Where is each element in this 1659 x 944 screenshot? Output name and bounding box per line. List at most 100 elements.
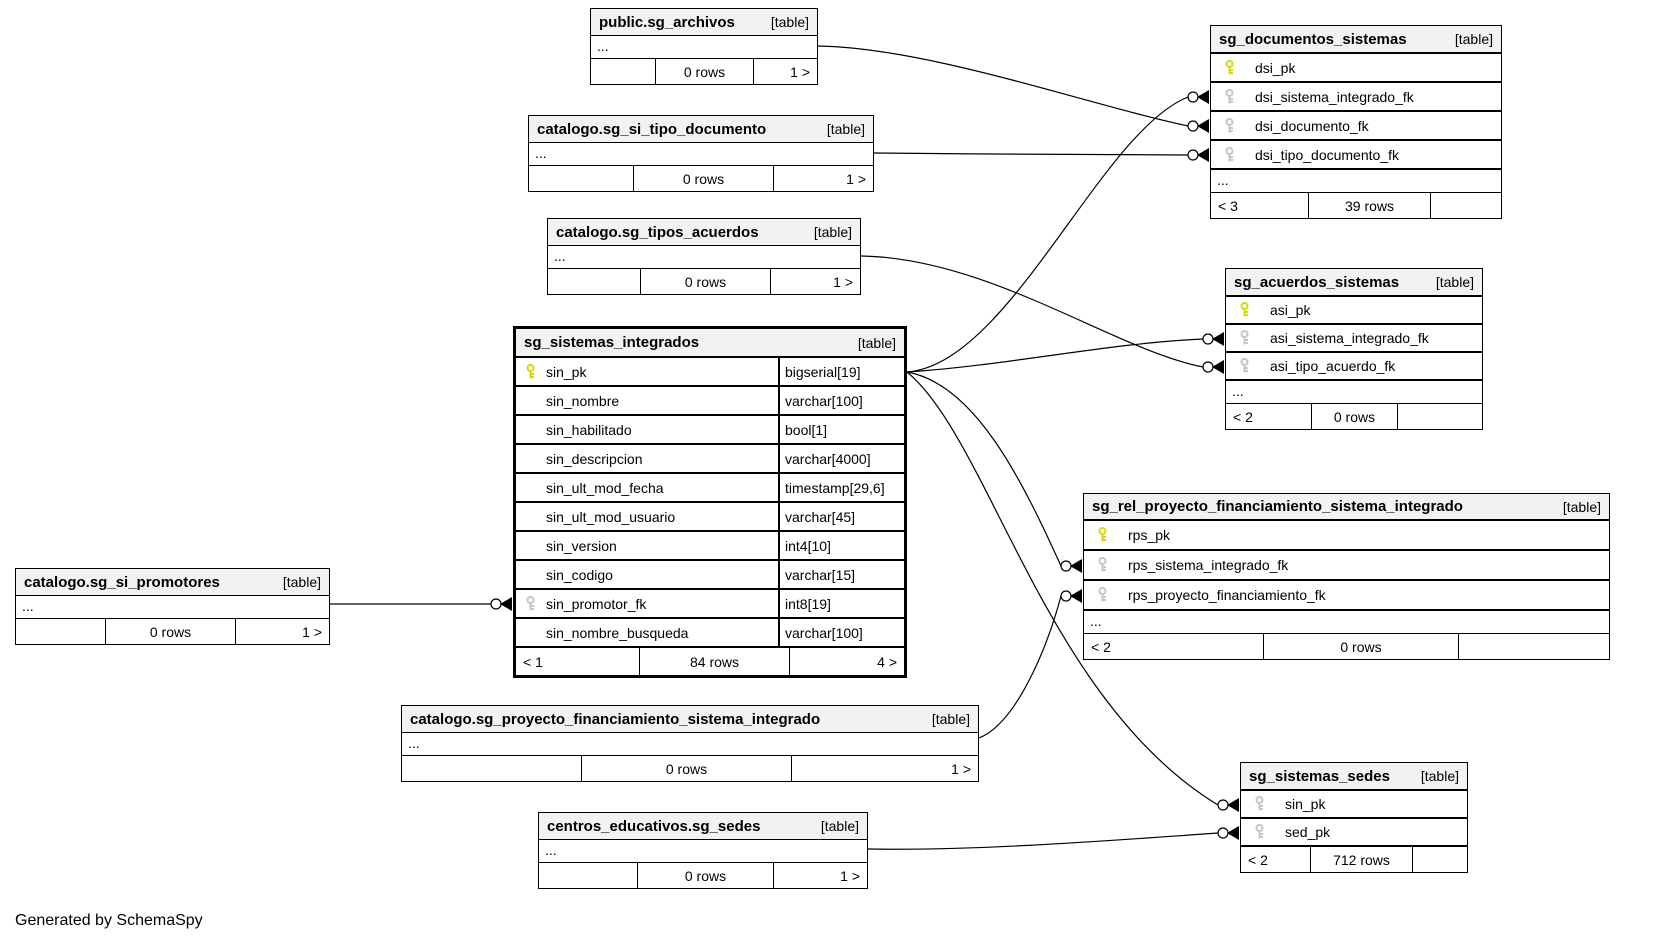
table-header: sg_sistemas_integrados [table] bbox=[516, 329, 904, 358]
column-type-cell: bigserial[19] bbox=[778, 358, 904, 385]
table-title[interactable]: sg_acuerdos_sistemas bbox=[1234, 273, 1400, 291]
footer-rowcount: 39 rows bbox=[1309, 193, 1431, 218]
table-sg-si-promotores[interactable]: catalogo.sg_si_promotores [table] ... 0 … bbox=[15, 568, 330, 645]
ellipsis-row: ... bbox=[1226, 381, 1482, 404]
column-row[interactable]: sin_habilitado bool[1] bbox=[516, 416, 904, 445]
table-sg-documentos-sistemas[interactable]: sg_documentos_sistemas [table] dsi_pk ds… bbox=[1210, 25, 1502, 219]
column-name-cell: sin_ult_mod_usuario bbox=[516, 503, 778, 530]
table-sg-sistemas-sedes[interactable]: sg_sistemas_sedes [table] sin_pk sed_pk … bbox=[1240, 762, 1468, 873]
relation-sistema-documento bbox=[906, 96, 1189, 373]
table-footer: 0 rows 1 > bbox=[539, 863, 867, 888]
table-footer: < 2 0 rows bbox=[1226, 404, 1482, 429]
ellipsis-row: ... bbox=[548, 246, 860, 269]
foreign-key-icon bbox=[1096, 587, 1109, 604]
footer-rowcount: 0 rows bbox=[1312, 404, 1398, 429]
footer-left bbox=[402, 756, 582, 781]
column-row[interactable]: sin_nombre varchar[100] bbox=[516, 387, 904, 416]
footer-right bbox=[1413, 847, 1467, 872]
table-title[interactable]: public.sg_archivos bbox=[599, 13, 735, 31]
column-type-cell: int8[19] bbox=[778, 590, 904, 617]
table-tag: [table] bbox=[820, 818, 859, 834]
table-title[interactable]: catalogo.sg_si_promotores bbox=[24, 573, 220, 591]
column-row[interactable]: sin_codigo varchar[15] bbox=[516, 561, 904, 590]
footer-right: 1 > bbox=[833, 273, 853, 290]
table-sg-si-tipo-documento[interactable]: catalogo.sg_si_tipo_documento [table] ..… bbox=[528, 115, 874, 192]
table-sg-rel-proyecto-financiamiento-sistema-integrado[interactable]: sg_rel_proyecto_financiamiento_sistema_i… bbox=[1083, 493, 1610, 660]
column-row[interactable]: dsi_sistema_integrado_fk bbox=[1211, 83, 1501, 112]
column-type-cell: varchar[45] bbox=[778, 503, 904, 530]
table-title[interactable]: sg_sistemas_integrados bbox=[524, 334, 700, 351]
column-row[interactable]: sin_nombre_busqueda varchar[100] bbox=[516, 619, 904, 648]
table-title[interactable]: catalogo.sg_proyecto_financiamiento_sist… bbox=[410, 710, 821, 728]
column-row[interactable]: dsi_documento_fk bbox=[1211, 112, 1501, 141]
column-name: sin_pk bbox=[546, 363, 587, 380]
column-type: varchar[4000] bbox=[785, 450, 871, 467]
primary-key-icon bbox=[1223, 59, 1236, 76]
column-row[interactable]: sin_ult_mod_fecha timestamp[29,6] bbox=[516, 474, 904, 503]
footer-rowcount: 0 rows bbox=[656, 59, 754, 84]
column-row[interactable]: asi_tipo_acuerdo_fk bbox=[1226, 353, 1482, 381]
table-sg-sistemas-integrados[interactable]: sg_sistemas_integrados [table] sin_pk bi… bbox=[513, 326, 907, 678]
table-sg-acuerdos-sistemas[interactable]: sg_acuerdos_sistemas [table] asi_pk asi_… bbox=[1225, 268, 1483, 430]
table-header: sg_sistemas_sedes [table] bbox=[1241, 763, 1467, 791]
table-tag: [table] bbox=[282, 574, 321, 590]
table-header: catalogo.sg_tipos_acuerdos [table] bbox=[548, 219, 860, 246]
footer-right: 1 > bbox=[951, 760, 971, 777]
column-type-cell: varchar[15] bbox=[778, 561, 904, 588]
table-title[interactable]: sg_rel_proyecto_financiamiento_sistema_i… bbox=[1092, 498, 1463, 515]
table-title[interactable]: sg_documentos_sistemas bbox=[1219, 30, 1407, 48]
table-footer: 0 rows 1 > bbox=[591, 59, 817, 84]
column-type-cell: varchar[4000] bbox=[778, 445, 904, 472]
column-row[interactable]: rps_pk bbox=[1084, 521, 1609, 551]
table-sg-archivos[interactable]: public.sg_archivos [table] ... 0 rows 1 … bbox=[590, 8, 818, 85]
column-type: int4[10] bbox=[785, 537, 831, 554]
column-type: int8[19] bbox=[785, 595, 831, 612]
column-name: sin_nombre_busqueda bbox=[546, 624, 689, 641]
table-title[interactable]: sg_sistemas_sedes bbox=[1249, 767, 1390, 785]
table-title[interactable]: catalogo.sg_tipos_acuerdos bbox=[556, 223, 759, 241]
column-name: asi_tipo_acuerdo_fk bbox=[1270, 358, 1396, 374]
column-row[interactable]: sin_pk bbox=[1241, 791, 1467, 819]
column-type: varchar[100] bbox=[785, 392, 863, 409]
footer-left: < 2 bbox=[1084, 634, 1264, 659]
footer-rowcount: 712 rows bbox=[1311, 847, 1413, 872]
footer-right bbox=[1431, 193, 1501, 218]
column-row[interactable]: sin_ult_mod_usuario varchar[45] bbox=[516, 503, 904, 532]
column-name-cell: sin_promotor_fk bbox=[516, 590, 778, 617]
footer-left bbox=[16, 619, 106, 644]
column-name: sin_descripcion bbox=[546, 450, 643, 467]
column-row[interactable]: sin_descripcion varchar[4000] bbox=[516, 445, 904, 474]
table-sg-tipos-acuerdos[interactable]: catalogo.sg_tipos_acuerdos [table] ... 0… bbox=[547, 218, 861, 295]
column-row[interactable]: sin_pk bigserial[19] bbox=[516, 358, 904, 387]
column-name-cell: sin_descripcion bbox=[516, 445, 778, 472]
table-header: catalogo.sg_si_promotores [table] bbox=[16, 569, 329, 596]
table-title[interactable]: catalogo.sg_si_tipo_documento bbox=[537, 120, 767, 138]
column-row[interactable]: rps_sistema_integrado_fk bbox=[1084, 551, 1609, 581]
column-name: sed_pk bbox=[1285, 824, 1331, 840]
table-title[interactable]: centros_educativos.sg_sedes bbox=[547, 817, 761, 835]
column-name-cell: sin_codigo bbox=[516, 561, 778, 588]
column-row[interactable]: asi_pk bbox=[1226, 297, 1482, 325]
relation-sistema-relproyecto bbox=[906, 371, 1062, 567]
column-name-cell: sin_ult_mod_fecha bbox=[516, 474, 778, 501]
column-row[interactable]: rps_proyecto_financiamiento_fk bbox=[1084, 581, 1609, 611]
table-sg-sedes[interactable]: centros_educativos.sg_sedes [table] ... … bbox=[538, 812, 868, 889]
table-tag: [table] bbox=[931, 711, 970, 727]
relation-tipodocumento-documento bbox=[873, 152, 1189, 156]
foreign-key-icon bbox=[1223, 117, 1236, 134]
footer-left bbox=[591, 59, 656, 84]
column-row[interactable]: asi_sistema_integrado_fk bbox=[1226, 325, 1482, 353]
table-sg-proyecto-financiamiento-sistema-integrado[interactable]: catalogo.sg_proyecto_financiamiento_sist… bbox=[401, 705, 979, 782]
column-row[interactable]: sed_pk bbox=[1241, 819, 1467, 847]
table-header: centros_educativos.sg_sedes [table] bbox=[539, 813, 867, 840]
column-row[interactable]: sin_version int4[10] bbox=[516, 532, 904, 561]
column-row[interactable]: dsi_tipo_documento_fk bbox=[1211, 141, 1501, 170]
generator-note: Generated by SchemaSpy bbox=[15, 912, 203, 929]
column-row[interactable]: sin_promotor_fk int8[19] bbox=[516, 590, 904, 619]
column-type-cell: varchar[100] bbox=[778, 387, 904, 414]
ellipsis-row: ... bbox=[402, 733, 978, 756]
footer-right: 1 > bbox=[790, 63, 810, 80]
column-row[interactable]: dsi_pk bbox=[1211, 54, 1501, 83]
table-footer: 0 rows 1 > bbox=[529, 166, 873, 191]
